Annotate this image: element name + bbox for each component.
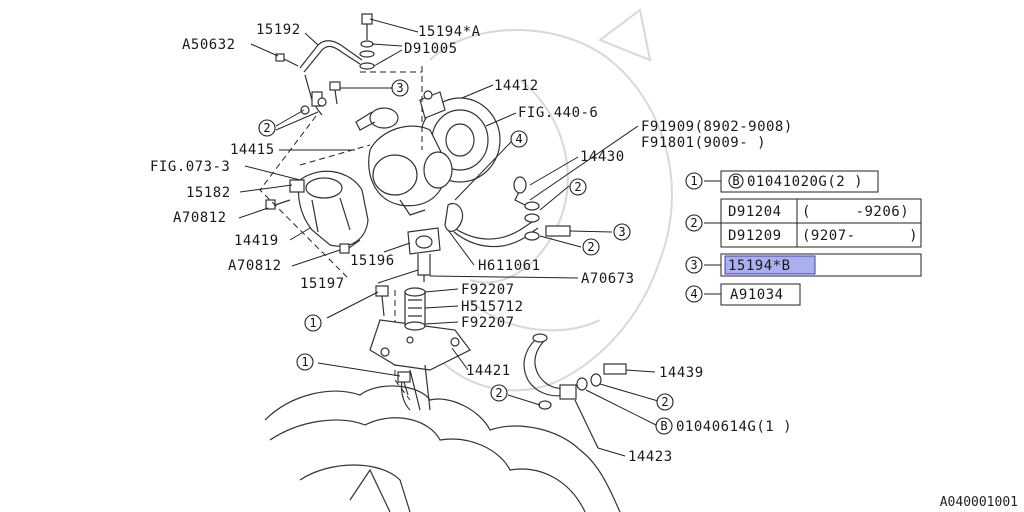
- watermark-emblem: [429, 8, 673, 392]
- legend-row-1: 1 B 01041020G(2 ): [685, 170, 879, 193]
- hose-h515712: [404, 287, 426, 331]
- svg-text:2: 2: [690, 216, 697, 230]
- label-15182: 15182: [186, 185, 231, 201]
- svg-text:2: 2: [574, 180, 581, 194]
- bolt-union-14430: [545, 225, 571, 237]
- label-14412: 14412: [494, 78, 539, 94]
- svg-text:2: 2: [587, 240, 594, 254]
- label-01040614g: 01040614G(1 ): [676, 419, 792, 435]
- diagram-code: A040001001: [939, 495, 1018, 510]
- oil-pipe-15192: [299, 40, 363, 116]
- circle-ref-2-right-lower: 2: [582, 238, 600, 256]
- label-14430: 14430: [580, 149, 625, 165]
- circle-ref-3-right: 3: [613, 223, 631, 241]
- label-h611061: H611061: [478, 258, 541, 274]
- label-f92207-lower: F92207: [461, 315, 515, 331]
- label-a70812-lower: A70812: [228, 258, 282, 274]
- turbocharger-14412: [355, 90, 501, 216]
- label-14415: 14415: [230, 142, 275, 158]
- circle-ref-2-bottom-right: 2: [656, 393, 674, 411]
- svg-text:4: 4: [690, 287, 697, 301]
- label-f91909: F91909(8902-9008): [641, 119, 793, 135]
- svg-text:1: 1: [690, 174, 697, 188]
- label-14423: 14423: [628, 449, 673, 465]
- label-h515712: H515712: [461, 299, 524, 315]
- svg-text:2: 2: [661, 395, 668, 409]
- svg-text:3: 3: [618, 225, 625, 239]
- label-a70673: A70673: [581, 271, 635, 287]
- label-15194A: 15194*A: [418, 24, 481, 40]
- legend-row-2: 2 D91204 ( -9206) D91209 (9207- ): [685, 198, 922, 248]
- svg-text:B: B: [660, 419, 667, 433]
- legend-row-4: 4 A91034: [685, 283, 801, 306]
- oil-return-15196: [407, 227, 441, 282]
- label-14439: 14439: [659, 365, 704, 381]
- bracket-14421: [369, 319, 471, 371]
- label-fig440: FIG.440-6: [518, 105, 598, 121]
- bolt-bracket-upper: [375, 285, 389, 317]
- bolt-bracket-lower: [397, 371, 411, 396]
- legend-row-3: 3 15194*B: [685, 253, 922, 277]
- bolt-14439: [603, 363, 627, 375]
- svg-text:3: 3: [396, 81, 403, 95]
- label-15192: 15192: [256, 22, 301, 38]
- legend-3-text: 15194*B: [728, 258, 791, 274]
- pipe-down: [400, 364, 431, 411]
- part-labels: 15194*A 15192 A50632 D91005 14412 FIG.44…: [150, 22, 793, 465]
- bolt-union: [329, 81, 341, 105]
- label-14421: 14421: [466, 363, 511, 379]
- label-a70812-upper: A70812: [173, 210, 227, 226]
- circle-ref-1-lower: 1: [296, 353, 314, 371]
- legend-2b-range: (9207- ): [802, 228, 918, 244]
- legend-2a-part: D91204: [728, 204, 782, 220]
- bolt-a70812-lower: [339, 239, 361, 254]
- label-a50632: A50632: [182, 37, 236, 53]
- svg-text:2: 2: [495, 386, 502, 400]
- circle-ref-1-upper: 1: [304, 314, 322, 332]
- label-fig073: FIG.073-3: [150, 159, 230, 175]
- legend-3-highlight: [724, 255, 816, 275]
- svg-text:1: 1: [301, 355, 308, 369]
- circle-ref-2-left: 2: [258, 119, 276, 137]
- legend-2b-part: D91209: [728, 228, 782, 244]
- circle-ref-2-right-upper: 2: [569, 178, 587, 196]
- label-15197: 15197: [300, 276, 345, 292]
- svg-text:1: 1: [309, 316, 316, 330]
- svg-text:2: 2: [263, 121, 270, 135]
- engine-outline: [264, 385, 621, 512]
- circle-ref-b-bottom: B: [655, 417, 673, 435]
- circle-ref-2-bottom-left: 2: [490, 384, 508, 402]
- heat-shield-14419: [289, 170, 369, 247]
- water-pipe-14423: [523, 333, 627, 449]
- oil-pipe-14430: [444, 176, 571, 248]
- circle-ref-3-top: 3: [391, 79, 409, 97]
- bolt-15194A: [359, 13, 375, 70]
- bolt-a70812-upper: [265, 199, 291, 210]
- dashed-guides: [259, 66, 423, 401]
- legend-4-text: A91034: [730, 287, 784, 303]
- label-f91801: F91801(9009- ): [641, 135, 766, 151]
- svg-text:B: B: [732, 174, 739, 188]
- circle-ref-4: 4: [510, 130, 528, 148]
- legend-1-text: 01041020G(2 ): [747, 174, 863, 190]
- bolt-a50632: [275, 53, 299, 67]
- label-14419: 14419: [234, 233, 279, 249]
- legend-2a-range: ( -9206): [802, 204, 909, 220]
- svg-text:4: 4: [515, 132, 522, 146]
- label-15196: 15196: [350, 253, 395, 269]
- label-d91005: D91005: [404, 41, 458, 57]
- svg-text:3: 3: [690, 258, 697, 272]
- label-f92207-upper: F92207: [461, 282, 515, 298]
- leader-lines: [238, 18, 721, 457]
